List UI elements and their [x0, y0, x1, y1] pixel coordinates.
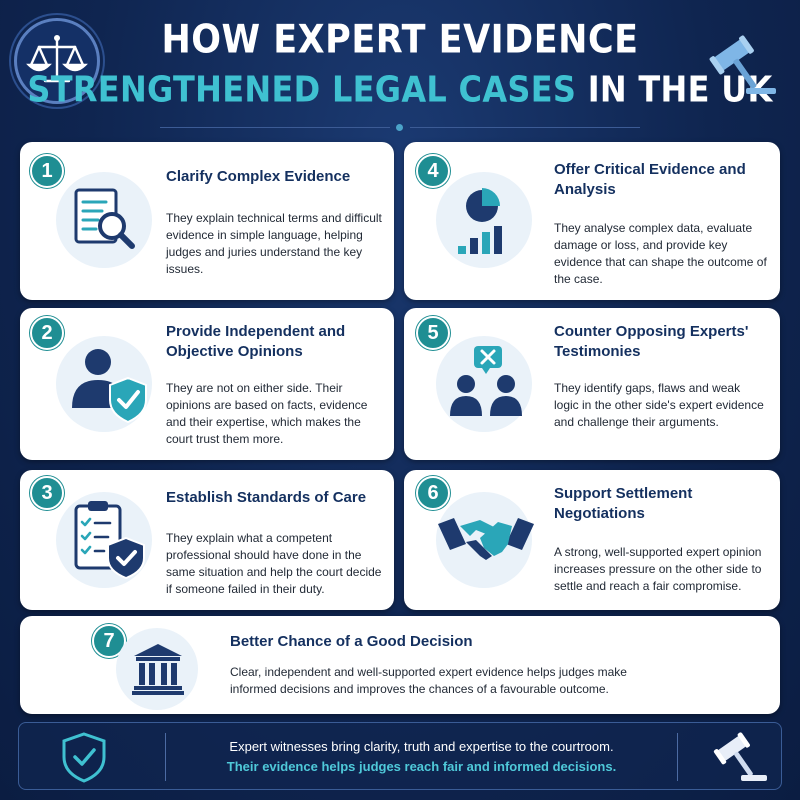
- footer-line2: Their evidence helps judges reach fair a…: [226, 759, 617, 774]
- card-description: They analyse complex data, evaluate dama…: [554, 221, 767, 286]
- card-clarify-complex-evidence: 1 Clarify Complex Evidence They explain …: [20, 142, 394, 300]
- header-divider-dot: [396, 124, 403, 131]
- shield-check-icon: [59, 731, 109, 783]
- step-number-badge: 4: [416, 154, 450, 188]
- person-shield-icon: [66, 342, 156, 432]
- card-offer-critical-evidence: 4 Offer Critical Evidence and Analysis T…: [404, 142, 780, 300]
- pie-bar-chart-icon: [448, 182, 528, 262]
- gavel-icon: [700, 30, 780, 100]
- title-accent: STRENGTHENED LEGAL CASES: [27, 67, 577, 111]
- courthouse-icon: [130, 640, 186, 696]
- card-description: A strong, well-supported expert opinion …: [554, 545, 762, 593]
- card-description: They identify gaps, flaws and weak logic…: [554, 381, 764, 429]
- title-plain: IN THE UK: [576, 67, 773, 111]
- people-dispute-icon: [442, 338, 532, 428]
- card-description: They explain technical terms and difficu…: [166, 211, 382, 276]
- card-counter-opposing-experts: 5 Counter Opposing Experts' Testimonies …: [404, 308, 780, 460]
- scales-of-justice-icon: [14, 18, 100, 104]
- gavel-icon: [707, 729, 771, 785]
- card-title: Support Settlement Negotiations: [554, 485, 693, 522]
- card-description: Clear, independent and well-supported ex…: [230, 665, 627, 696]
- checklist-shield-icon: [68, 496, 158, 586]
- page-title-line1: HOW EXPERT EVIDENCE: [161, 17, 639, 63]
- footer-banner: Expert witnesses bring clarity, truth an…: [18, 722, 782, 790]
- header: HOW EXPERT EVIDENCE STRENGTHENED LEGAL C…: [0, 0, 800, 135]
- card-independent-opinions: 2 Provide Independent and Objective Opin…: [20, 308, 394, 460]
- step-number-badge: 1: [30, 154, 64, 188]
- card-title: Clarify Complex Evidence: [166, 168, 351, 185]
- card-description: They explain what a competent profession…: [166, 531, 382, 596]
- document-magnifier-icon: [68, 184, 144, 260]
- step-number-badge: 7: [92, 624, 126, 658]
- step-number-badge: 3: [30, 476, 64, 510]
- card-title: Establish Standards of Care: [166, 489, 367, 506]
- card-better-decision: 7 Better Chance of a Good Decision Clear…: [20, 616, 780, 714]
- step-number-badge: 2: [30, 316, 64, 350]
- icon-backdrop: [116, 628, 198, 710]
- card-support-settlement: 6 Support Settlement Negotiations A stro…: [404, 470, 780, 610]
- footer-line1: Expert witnesses bring clarity, truth an…: [229, 739, 614, 754]
- header-divider-right: [410, 127, 640, 128]
- step-number-badge: 5: [416, 316, 450, 350]
- header-divider-left: [160, 127, 390, 128]
- page-title-line2: STRENGTHENED LEGAL CASES IN THE UK: [0, 68, 800, 111]
- card-title: Provide Independent and Objective Opinio…: [166, 323, 346, 360]
- handshake-icon: [436, 504, 536, 574]
- footer-separator: [165, 733, 166, 781]
- card-title: Offer Critical Evidence and Analysis: [554, 161, 746, 198]
- card-description: They are not on either side. Their opini…: [166, 381, 368, 446]
- footer-separator: [677, 733, 678, 781]
- card-title: Better Chance of a Good Decision: [230, 633, 473, 650]
- step-number-badge: 6: [416, 476, 450, 510]
- card-standards-of-care: 3 Establish Standards of Care They expla…: [20, 470, 394, 610]
- card-title: Counter Opposing Experts' Testimonies: [554, 323, 749, 360]
